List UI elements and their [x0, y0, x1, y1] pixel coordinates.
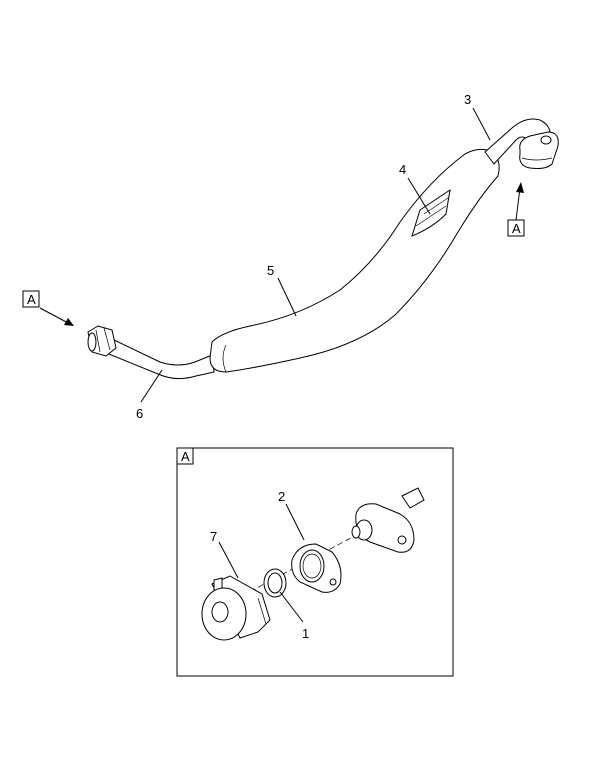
detail-view-a: A: [176, 447, 454, 677]
tube-left-segment: [103, 337, 215, 380]
callout-2: 2: [278, 489, 285, 504]
leader-4: [407, 177, 431, 215]
hose-sleeve: [209, 148, 500, 373]
view-marker-left-label: A: [27, 292, 36, 307]
leader-5: [277, 277, 297, 317]
tube-right-segment: [484, 118, 551, 165]
callout-5: 5: [267, 263, 274, 278]
callout-4: 4: [399, 162, 406, 177]
tube-assembly: [87, 118, 559, 380]
left-fitting: [87, 325, 117, 357]
view-marker-right: A: [507, 182, 525, 237]
view-marker-right-label: A: [512, 221, 521, 236]
callout-7: 7: [210, 529, 217, 544]
mating-flange: [351, 487, 425, 553]
callout-3: 3: [464, 92, 471, 107]
leader-2: [285, 503, 305, 541]
leader-1: [279, 591, 304, 623]
callout-1: 1: [302, 626, 309, 641]
part-2-gasket: [291, 543, 342, 593]
detail-label-box: [176, 447, 194, 465]
right-flange: [519, 131, 559, 169]
part-1-oring: [263, 568, 287, 598]
callout-6: 6: [136, 406, 143, 421]
leader-3: [472, 107, 491, 141]
leader-7: [218, 541, 239, 579]
leader-6: [140, 369, 163, 403]
part-7-fitting: [201, 575, 271, 641]
detail-label: A: [181, 449, 190, 464]
view-marker-left: A: [22, 290, 74, 326]
